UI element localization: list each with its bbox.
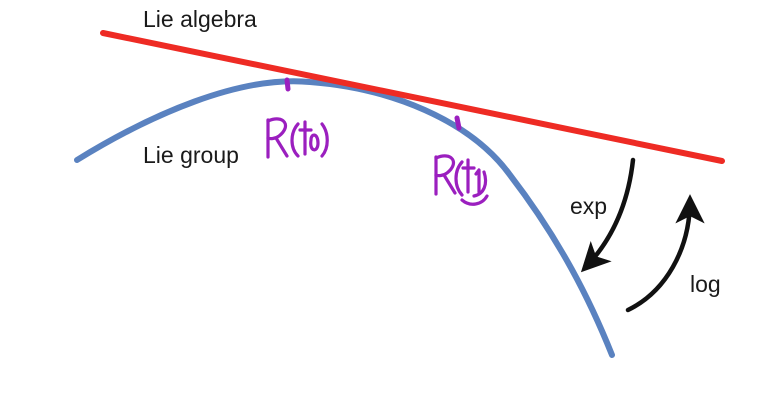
lie-group-curve [74,78,615,358]
lie-algebra-label: Lie algebra [143,6,257,32]
handwritten-annotation-R-t1 [434,115,489,206]
exp-label: exp [570,193,607,219]
point-marker-t0 [284,77,291,92]
curved-arrow-up-right-icon [625,194,705,313]
lie-group-label: Lie group [143,142,239,168]
point-marker-t1 [454,115,462,131]
log-label: log [690,271,721,297]
handwritten-annotation-R-t0 [266,77,329,159]
curved-arrow-down-left-icon [580,157,636,273]
lie-algebra-tangent-line [100,30,725,164]
